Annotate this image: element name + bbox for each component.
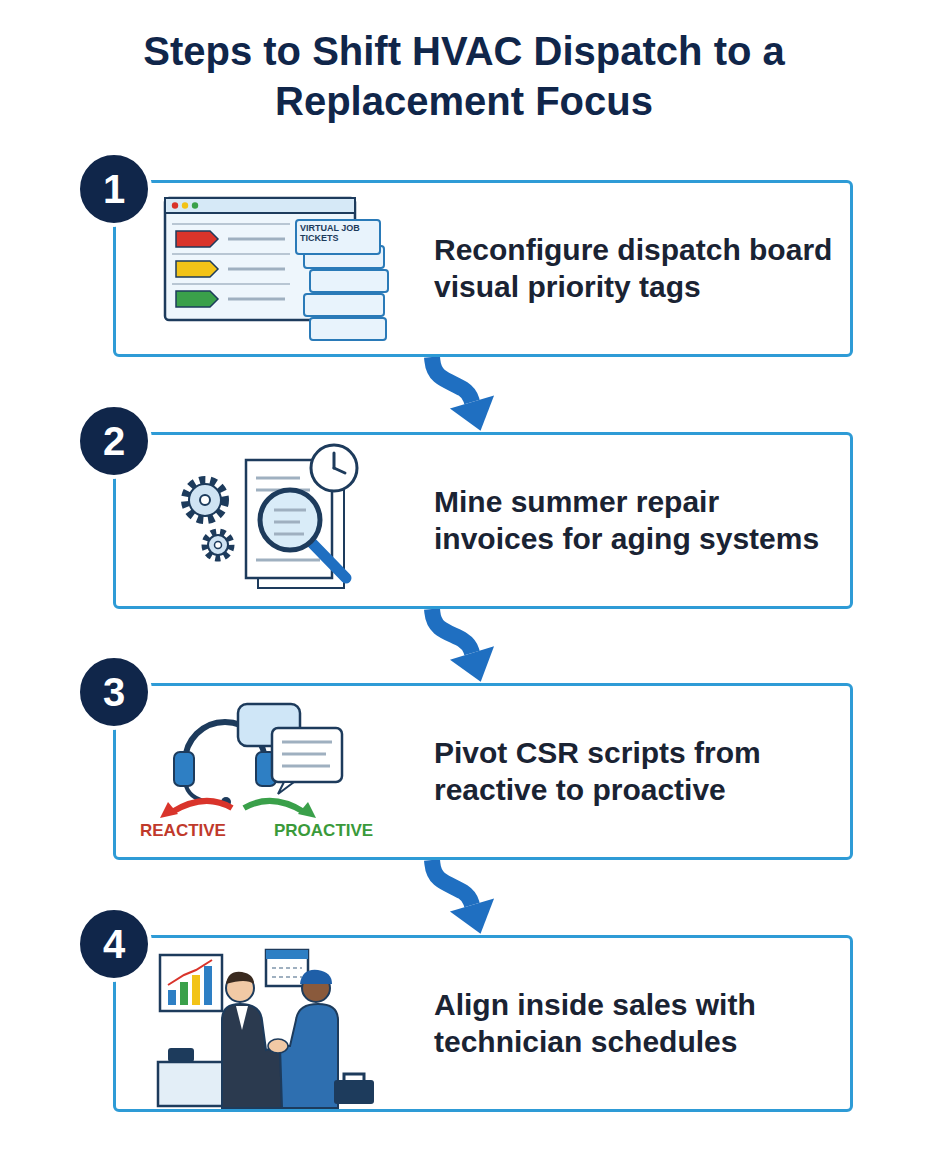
step-number: 2 bbox=[103, 421, 125, 461]
step-label: Align inside sales with technician sched… bbox=[434, 987, 834, 1060]
flow-arrow bbox=[432, 609, 472, 653]
step-number-circle: 1 bbox=[76, 151, 152, 227]
step-number-circle: 4 bbox=[76, 906, 152, 982]
step-number: 3 bbox=[103, 672, 125, 712]
step-number: 4 bbox=[103, 924, 125, 964]
step-number-circle: 3 bbox=[76, 654, 152, 730]
invoice-search-icon bbox=[185, 445, 357, 588]
dispatch-board-icon bbox=[165, 198, 388, 340]
step-label: Pivot CSR scripts from reactive to proac… bbox=[434, 735, 834, 808]
flow-arrow bbox=[432, 357, 472, 402]
step-box: Reconfigure dispatch board visual priori… bbox=[113, 180, 853, 357]
step-number-circle: 2 bbox=[76, 403, 152, 479]
handshake-icon bbox=[158, 950, 374, 1108]
step-label: Mine summer repair invoices for aging sy… bbox=[434, 484, 834, 557]
step-label: Reconfigure dispatch board visual priori… bbox=[434, 232, 834, 305]
reactive-label: REACTIVE bbox=[140, 822, 250, 841]
flow-arrow bbox=[432, 860, 472, 905]
headset-icon bbox=[160, 704, 342, 818]
ticket-label: VIRTUAL JOB TICKETS bbox=[300, 224, 376, 244]
step-box: Align inside sales with technician sched… bbox=[113, 935, 853, 1112]
proactive-label: PROACTIVE bbox=[274, 822, 404, 841]
diagram-title: Steps to Shift HVAC Dispatch to a Replac… bbox=[94, 26, 834, 126]
step-number: 1 bbox=[103, 169, 125, 209]
step-box: Mine summer repair invoices for aging sy… bbox=[113, 432, 853, 609]
